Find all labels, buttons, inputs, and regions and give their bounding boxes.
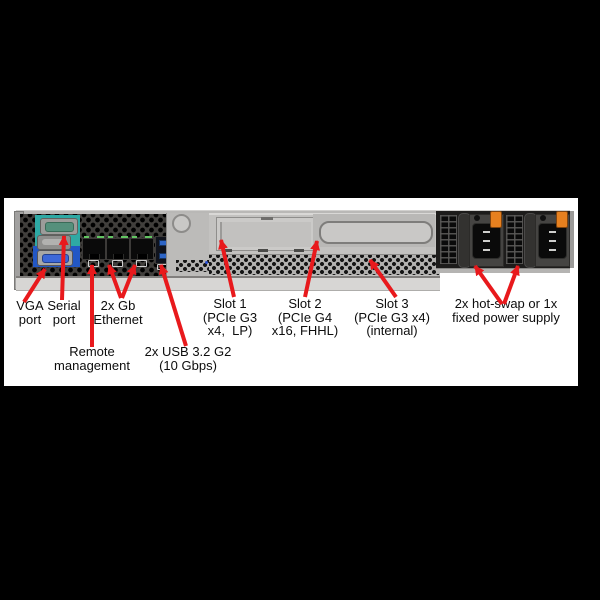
- label-line: x4, LP): [207, 323, 253, 338]
- bracket-notch: [222, 249, 232, 252]
- ethernet-port-management: [82, 236, 106, 260]
- psu-release-clip: [490, 211, 502, 228]
- inlet-pin: [483, 240, 490, 242]
- label-line: (internal): [366, 323, 418, 338]
- vga-connector: [37, 250, 73, 266]
- label-line: fixed power supply: [452, 309, 560, 325]
- slot1-floor: [220, 222, 311, 247]
- label-power-supply: 2x hot-swap or 1x fixed power supply: [436, 297, 576, 324]
- inlet-pin: [483, 231, 490, 233]
- lan1-icon: [112, 260, 123, 267]
- label-line: x16, FHHL): [271, 323, 339, 338]
- link-led: [84, 236, 89, 238]
- psu-power-inlet: [472, 223, 501, 259]
- pcie-slot2-filler: [319, 221, 433, 244]
- label-slot2: Slot 2 (PCIe G4 x16, FHHL): [266, 297, 344, 338]
- label-line: 2x hot-swap or 1x: [454, 296, 558, 311]
- psu-release-clip: [556, 211, 568, 228]
- power-supply-2: [504, 211, 570, 268]
- label-slot3: Slot 3 (PCIe G3 x4) (internal): [351, 297, 433, 338]
- psu-button: [540, 215, 546, 221]
- serial-db9-face: [45, 222, 74, 232]
- psu-power-inlet: [538, 223, 567, 259]
- inlet-pin: [483, 249, 490, 251]
- inlet-pin: [549, 240, 556, 242]
- label-line: (PCIe G3 x4): [354, 309, 430, 325]
- thumbscrew-icon: [172, 214, 191, 233]
- db15-face: [42, 239, 65, 245]
- serial-port-connector: [40, 218, 78, 235]
- wrench-icon: [88, 260, 99, 267]
- label-line: (10 Gbps): [159, 357, 217, 373]
- label-line: (PCIe G4: [277, 309, 333, 325]
- label-line: management: [54, 357, 130, 373]
- label-gb-ethernet: 2x Gb Ethernet: [85, 299, 151, 326]
- label-line: port: [52, 311, 76, 327]
- bracket-notch: [258, 249, 268, 252]
- inlet-pin: [549, 231, 556, 233]
- pcie-slot1-opening: [216, 217, 315, 251]
- psu-grille: [506, 215, 523, 264]
- activity-led: [121, 236, 128, 238]
- slot1-tab: [261, 217, 273, 220]
- label-line: Slot 1: [213, 296, 247, 311]
- label-line: Serial: [47, 298, 81, 313]
- slot3-vent-strip: [209, 254, 439, 275]
- activity-led: [145, 236, 152, 238]
- label-line: Slot 2: [288, 296, 322, 311]
- activity-led: [97, 236, 104, 238]
- psu-grille: [440, 215, 457, 264]
- label-line: (PCIe G3: [202, 309, 258, 325]
- rj45-slot: [137, 254, 148, 259]
- link-led: [108, 236, 113, 238]
- db15-connector: [37, 235, 71, 250]
- bracket-notch: [294, 249, 304, 252]
- ethernet-port-2: [130, 236, 154, 260]
- chassis-right-edge: [570, 211, 574, 268]
- link-led: [132, 236, 137, 238]
- label-line: Slot 3: [375, 296, 409, 311]
- label-serial-port: Serial port: [42, 299, 86, 326]
- chassis-bottom-rail: [16, 276, 440, 291]
- ethernet-port-1: [106, 236, 130, 260]
- label-usb-ports: 2x USB 3.2 G2 (10 Gbps): [139, 345, 237, 372]
- rj45-slot: [113, 254, 124, 259]
- rj45-slot: [89, 254, 100, 259]
- label-line: 2x USB 3.2 G2: [144, 344, 232, 359]
- lan2-icon: [136, 260, 147, 267]
- psu-button: [474, 215, 480, 221]
- label-line: Ethernet: [93, 311, 143, 327]
- power-supply-1: [438, 211, 504, 268]
- psu-bay-bottom: [436, 268, 570, 273]
- inlet-pin: [549, 249, 556, 251]
- led-hole: [205, 261, 208, 264]
- vga-db15-face: [42, 254, 69, 263]
- label-remote-management: Remote management: [46, 345, 138, 372]
- label-slot1: Slot 1 (PCIe G3 x4, LP): [193, 297, 267, 338]
- label-line: Remote: [69, 344, 115, 359]
- label-line: 2x Gb: [100, 298, 136, 313]
- label-line: port: [18, 311, 42, 327]
